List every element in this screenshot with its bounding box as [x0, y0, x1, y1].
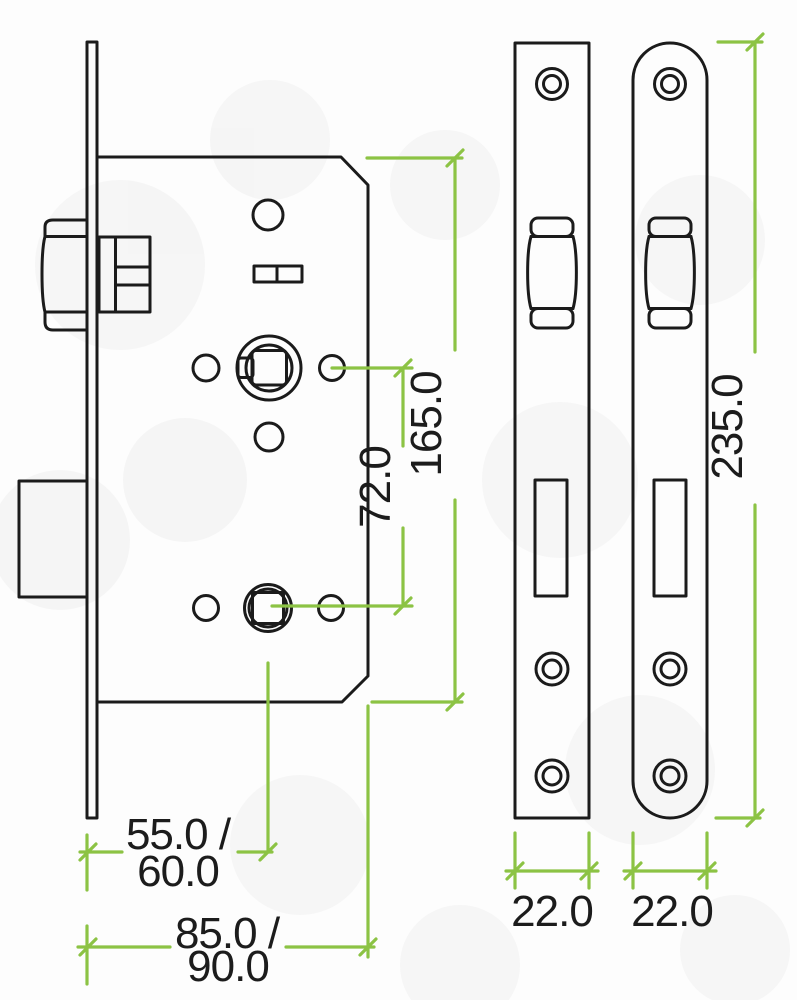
screw-hole-outer — [653, 67, 687, 101]
watermark-blob — [565, 695, 715, 845]
handle-follower — [235, 334, 303, 402]
dim-faceplate-width-square — [504, 831, 600, 890]
arrow-tick-icon — [358, 937, 378, 957]
arrow-tick-icon — [745, 32, 765, 52]
watermark-blob — [210, 80, 330, 200]
dim-backset — [78, 661, 278, 892]
arrow-tick-icon — [445, 148, 465, 168]
thumbturn-outer-circle — [243, 583, 293, 633]
screw-hole-outer — [652, 758, 688, 794]
label-case-depth-line2: 90.0 — [187, 942, 269, 991]
latch-bolt-top-cap — [43, 218, 89, 238]
latch-mechanism-block — [97, 235, 152, 314]
latch-cutout — [644, 216, 696, 330]
screw-hole — [653, 67, 687, 101]
background-watermark — [0, 80, 790, 1000]
latch-block-outline — [97, 235, 152, 314]
watermark-blob — [390, 130, 500, 240]
label-faceplate-length: 235.0 — [703, 374, 752, 479]
label-case-height: 165.0 — [402, 371, 451, 476]
watermark-blob — [400, 905, 520, 1000]
arrow-tick-icon — [745, 808, 765, 828]
snib-slot — [252, 264, 304, 284]
label-faceplate-width-radius: 22.0 — [631, 887, 713, 936]
screw-hole-outer — [535, 67, 569, 101]
screw-hole-inner — [660, 74, 680, 94]
arrow-tick-icon — [623, 861, 643, 881]
latch-cutout-barrel — [526, 235, 578, 310]
screw-hole-inner — [541, 658, 563, 680]
deadbolt-cutout — [652, 478, 688, 598]
screw-hole — [652, 651, 688, 687]
dim-faceplate-length — [714, 32, 765, 828]
arrow-tick-icon — [505, 861, 525, 881]
fixing-hole-top — [251, 198, 285, 232]
label-spindle-centres: 72.0 — [351, 446, 400, 528]
thumbturn-inner-circle — [247, 587, 289, 629]
screw-hole-outer — [534, 758, 570, 794]
dim-case-height — [365, 148, 465, 712]
latch-cutout-bottom-cap — [647, 307, 693, 330]
arrow-tick-icon — [579, 861, 599, 881]
latch-bolt — [40, 218, 89, 332]
dimension-labels: 165.0 72.0 55.0 / 60.0 85.0 / 90.0 235.0… — [126, 371, 752, 991]
watermark-blob — [680, 895, 790, 1000]
deadbolt — [17, 479, 89, 599]
faceplate-square-view — [513, 41, 591, 820]
follower-tab — [236, 356, 255, 379]
arrow-tick-icon — [78, 842, 98, 862]
lock-case-view — [17, 40, 370, 820]
fixing-hole-lower-left — [192, 594, 220, 622]
fixing-hole-middle — [253, 421, 285, 453]
faceplate-radius-outline — [631, 41, 709, 820]
latch-cutout-bottom-cap — [529, 307, 575, 330]
arrow-tick-icon — [78, 937, 98, 957]
deadbolt-cutout — [533, 478, 569, 598]
latch-bolt-bevel-face — [40, 235, 47, 314]
dim-spindle-centres — [270, 358, 414, 616]
fixing-hole-left — [191, 353, 221, 383]
follower-inner-circle — [244, 343, 294, 393]
screw-hole — [652, 758, 688, 794]
screw-hole-inner — [659, 658, 681, 680]
label-backset-line1: 55.0 / — [126, 810, 232, 859]
watermark-blob — [123, 418, 247, 542]
arrow-tick-icon — [258, 842, 278, 862]
label-case-depth-line1: 85.0 / — [175, 909, 281, 958]
arrow-tick-icon — [393, 596, 413, 616]
thumbturn-square-hole — [251, 591, 285, 625]
faceplate-square-outline — [513, 41, 591, 820]
dim-faceplate-width-radius — [622, 831, 718, 890]
screw-hole — [534, 651, 570, 687]
screw-hole-outer — [652, 651, 688, 687]
arrow-tick-icon — [445, 692, 465, 712]
faceplate-radius-view — [631, 41, 709, 820]
arrow-tick-icon — [697, 861, 717, 881]
latch-cutout — [526, 216, 578, 330]
thumbturn-follower — [243, 583, 293, 633]
arrow-tick-icon — [393, 358, 413, 378]
fixing-hole-lower-right — [317, 594, 345, 622]
screw-hole-inner — [659, 765, 681, 787]
spindle-square-hole — [250, 349, 288, 387]
screw-hole-inner — [541, 765, 563, 787]
outlines — [17, 40, 709, 820]
dimension-annotations — [76, 32, 765, 986]
latch-cutout-barrel — [644, 235, 696, 310]
label-backset-line2: 60.0 — [137, 847, 219, 896]
latch-cutout-top-cap — [529, 216, 575, 238]
dim-case-depth — [76, 704, 378, 986]
screw-hole — [534, 758, 570, 794]
watermark-blob — [635, 175, 765, 305]
screw-hole-outer — [534, 651, 570, 687]
watermark-blob — [35, 180, 205, 350]
screw-hole-inner — [542, 74, 562, 94]
lock-case-outline — [95, 155, 370, 704]
latch-bolt-bottom-cap — [43, 310, 89, 332]
label-faceplate-width-square: 22.0 — [511, 887, 593, 936]
screw-hole — [535, 67, 569, 101]
watermark-blob — [230, 775, 370, 915]
